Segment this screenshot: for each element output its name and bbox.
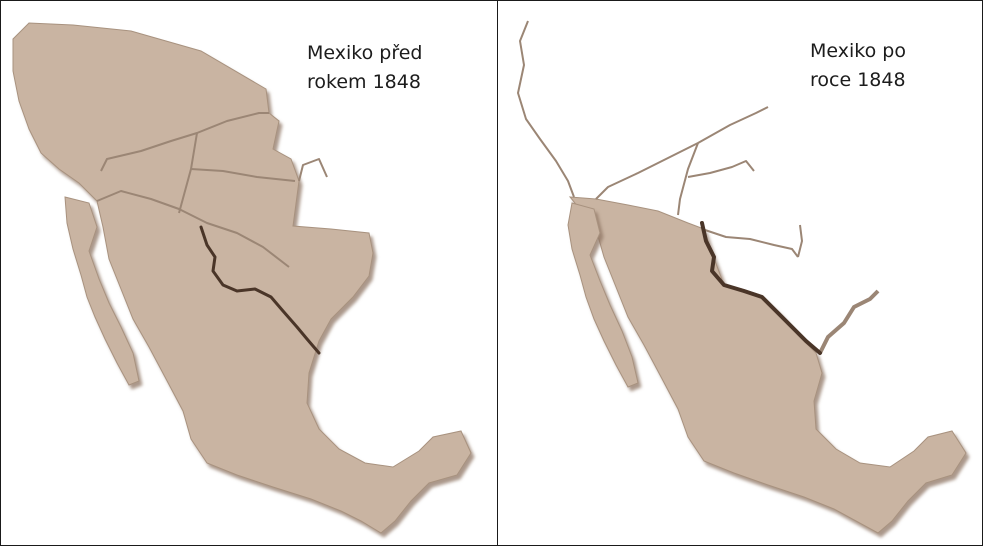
caption-after-line1: Mexiko po	[810, 40, 906, 62]
territory-shape	[12, 22, 472, 534]
internal-borders	[96, 112, 328, 268]
caption-after-line2: roce 1848	[810, 69, 906, 91]
caption-after-1848: Mexiko po roce 1848	[810, 37, 906, 95]
map-mexico-before-1848	[12, 22, 472, 534]
rio-grande-line	[199, 225, 321, 355]
map-mexico-after-1848	[517, 20, 967, 534]
caption-before-1848: Mexiko před rokem 1848	[307, 39, 422, 97]
baja-california-shape	[64, 196, 140, 386]
former-border-lines	[517, 20, 803, 258]
baja-california-shape	[567, 202, 639, 388]
texas-coast-line	[818, 289, 880, 354]
map-panel-after-1848: Mexiko po roce 1848	[498, 1, 982, 545]
map-panel-before-1848: Mexiko před rokem 1848	[1, 1, 498, 545]
rio-grande-line	[700, 221, 822, 355]
caption-before-line2: rokem 1848	[307, 71, 421, 93]
caption-before-line1: Mexiko před	[307, 42, 423, 64]
